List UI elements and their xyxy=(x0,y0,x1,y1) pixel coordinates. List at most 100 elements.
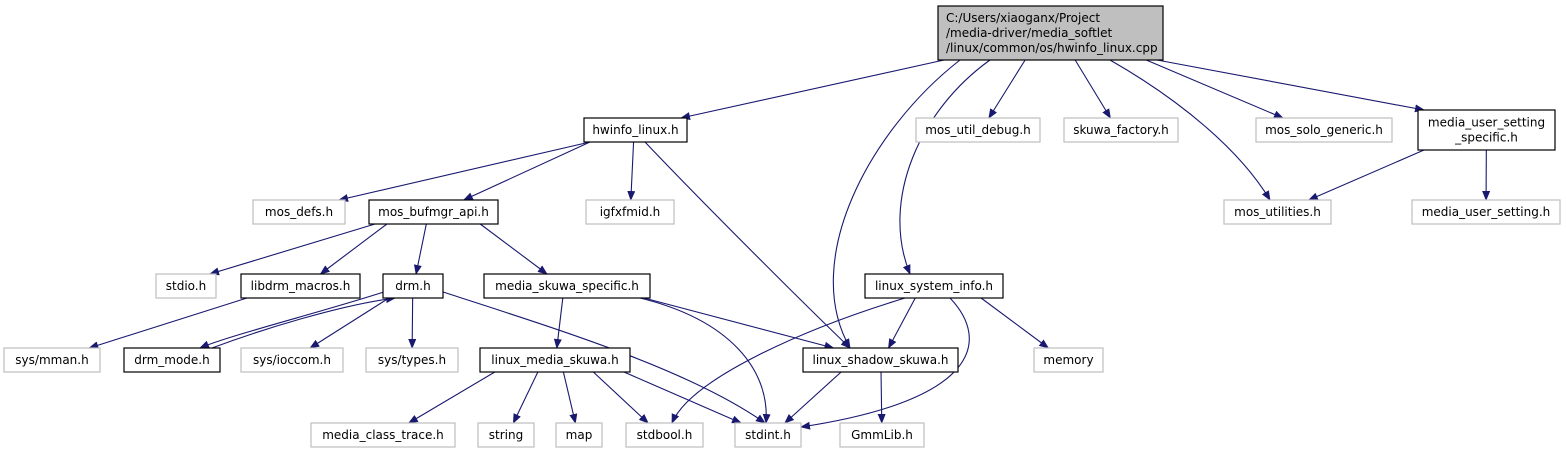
node-label: /linux/common/os/hwinfo_linux.cpp xyxy=(946,41,1158,55)
edge-root-to-skuwa-factory-h xyxy=(1074,59,1111,119)
node-label: libdrm_macros.h xyxy=(251,279,351,293)
edge-hwinfo-linux-h-to-igfxfmid-h xyxy=(627,141,636,201)
node-box xyxy=(477,422,535,448)
node-label: mos_utilities.h xyxy=(1234,205,1321,219)
node-box xyxy=(1411,199,1561,225)
node-memory[interactable]: memory xyxy=(1033,347,1104,373)
node-label: C:/Users/xiaoganx/Project xyxy=(946,11,1100,25)
edge-media-skuwa-specific-h-to-stdint-h xyxy=(639,297,771,424)
node-stdint-h[interactable]: stdint.h xyxy=(734,422,802,448)
node-label: media_class_trace.h xyxy=(322,428,444,442)
edge-linux-media-skuwa-h-to-string xyxy=(512,371,539,424)
edge-drm-h-to-drm-mode-h xyxy=(199,289,391,349)
node-box xyxy=(583,117,688,143)
edge-root-to-mos-utilities-h xyxy=(1109,59,1271,201)
edge-linux-media-skuwa-h-to-stdint-h xyxy=(623,371,742,424)
edge-drm-mode-h-to-drm-h xyxy=(211,295,396,349)
node-linux-media-skuwa-h[interactable]: linux_media_skuwa.h xyxy=(479,347,631,373)
node-string[interactable]: string xyxy=(477,422,535,448)
node-box xyxy=(252,199,346,225)
node-label: string xyxy=(489,428,523,442)
edge-drm-h-to-sys-ioccom-h xyxy=(309,297,390,349)
node-label: igfxfmid.h xyxy=(600,205,661,219)
node-box xyxy=(1223,199,1332,225)
edge-mos-bufmgr-api-h-to-stdio-h xyxy=(209,223,376,276)
node-label: skuwa_factory.h xyxy=(1073,123,1169,137)
node-box xyxy=(864,273,1004,299)
edge-root-to-linux-system-info-h xyxy=(899,59,991,275)
node-linux-system-info-h[interactable]: linux_system_info.h xyxy=(864,273,1004,299)
node-media-user-setting-h[interactable]: media_user_setting.h xyxy=(1411,199,1561,225)
node-box xyxy=(240,273,361,299)
node-label: mos_defs.h xyxy=(265,205,333,219)
node-label: sys/ioccom.h xyxy=(253,353,331,367)
edge-linux-system-info-h-to-memory xyxy=(980,297,1050,349)
node-igfxfmid-h[interactable]: igfxfmid.h xyxy=(585,199,675,225)
node-sys-types-h[interactable]: sys/types.h xyxy=(365,347,459,373)
node-label: sys/types.h xyxy=(378,353,446,367)
edge-linux-media-skuwa-h-to-stdbool-h xyxy=(592,371,649,424)
node-box xyxy=(625,422,704,448)
node-label: map xyxy=(566,428,593,442)
node-box xyxy=(555,422,603,448)
node-label: hwinfo_linux.h xyxy=(592,123,678,137)
edge-mos-bufmgr-api-h-to-media-skuwa-specific-h xyxy=(479,223,548,275)
edge-drm-h-to-sys-types-h xyxy=(408,297,417,349)
node-box xyxy=(1033,347,1104,373)
node-label: linux_system_info.h xyxy=(875,279,993,293)
edge-root-to-linux-shadow-skuwa-h xyxy=(832,59,961,349)
node-mos-utilities-h[interactable]: mos_utilities.h xyxy=(1223,199,1332,225)
node-gmmlib-h[interactable]: GmmLib.h xyxy=(839,422,925,448)
node-stdio-h[interactable]: stdio.h xyxy=(155,273,217,299)
node-label: media_user_setting xyxy=(1428,116,1545,130)
node-sys-ioccom-h[interactable]: sys/ioccom.h xyxy=(240,347,344,373)
node-box xyxy=(1417,109,1556,151)
node-label: stdbool.h xyxy=(637,428,693,442)
edge-linux-media-skuwa-h-to-map xyxy=(562,371,578,424)
node-box xyxy=(839,422,925,448)
edge-root-to-mos-solo-generic-h xyxy=(1146,59,1284,119)
node-media-skuwa-specific-h[interactable]: media_skuwa_specific.h xyxy=(483,273,651,299)
node-box xyxy=(123,347,221,373)
edge-mos-bufmgr-api-h-to-drm-h xyxy=(413,223,427,275)
node-drm-mode-h[interactable]: drm_mode.h xyxy=(123,347,221,373)
node-mos-solo-generic-h[interactable]: mos_solo_generic.h xyxy=(1255,117,1393,143)
node-mos-bufmgr-api-h[interactable]: mos_bufmgr_api.h xyxy=(368,199,499,225)
edge-linux-shadow-skuwa-h-to-stdint-h xyxy=(784,371,842,424)
node-stdbool-h[interactable]: stdbool.h xyxy=(625,422,704,448)
edge-hwinfo-linux-h-to-mos-bufmgr-api-h xyxy=(462,141,591,201)
node-libdrm-macros-h[interactable]: libdrm_macros.h xyxy=(240,273,361,299)
edge-linux-system-info-h-to-linux-shadow-skuwa-h xyxy=(888,297,916,349)
edge-mos-bufmgr-api-h-to-libdrm-macros-h xyxy=(319,223,388,275)
node-media-user-setting-specific-h[interactable]: media_user_setting_specific.h xyxy=(1417,109,1556,151)
node-label: mos_solo_generic.h xyxy=(1265,123,1383,137)
node-mos-defs-h[interactable]: mos_defs.h xyxy=(252,199,346,225)
node-box xyxy=(802,347,959,373)
edge-media-skuwa-specific-h-to-linux-media-skuwa-h xyxy=(553,297,564,349)
edge-libdrm-macros-h-to-sys-mman-h xyxy=(88,297,248,350)
node-root[interactable]: C:/Users/xiaoganx/Project/media-driver/m… xyxy=(937,5,1164,61)
node-label: memory xyxy=(1043,353,1093,367)
node-box xyxy=(479,347,631,373)
edge-hwinfo-linux-h-to-linux-shadow-skuwa-h xyxy=(644,141,851,349)
node-sys-mman-h[interactable]: sys/mman.h xyxy=(3,347,101,373)
node-hwinfo-linux-h[interactable]: hwinfo_linux.h xyxy=(583,117,688,143)
node-map[interactable]: map xyxy=(555,422,603,448)
node-label: media_user_setting.h xyxy=(1422,205,1551,219)
edge-root-to-hwinfo-linux-h xyxy=(680,59,945,120)
node-label: linux_shadow_skuwa.h xyxy=(813,353,949,367)
node-media-class-trace-h[interactable]: media_class_trace.h xyxy=(310,422,456,448)
node-drm-h[interactable]: drm.h xyxy=(382,273,444,299)
node-mos-util-debug-h[interactable]: mos_util_debug.h xyxy=(915,117,1041,143)
node-label: GmmLib.h xyxy=(851,428,913,442)
edge-linux-media-skuwa-h-to-media-class-trace-h xyxy=(407,371,496,424)
node-skuwa-factory-h[interactable]: skuwa_factory.h xyxy=(1063,117,1179,143)
node-linux-shadow-skuwa-h[interactable]: linux_shadow_skuwa.h xyxy=(802,347,959,373)
node-label: media_skuwa_specific.h xyxy=(495,279,639,293)
edge-hwinfo-linux-h-to-mos-defs-h xyxy=(338,141,591,202)
node-label: stdint.h xyxy=(745,428,791,442)
node-label: mos_bufmgr_api.h xyxy=(378,205,489,219)
node-box xyxy=(1255,117,1393,143)
node-label: /media-driver/media_softlet xyxy=(946,26,1113,40)
